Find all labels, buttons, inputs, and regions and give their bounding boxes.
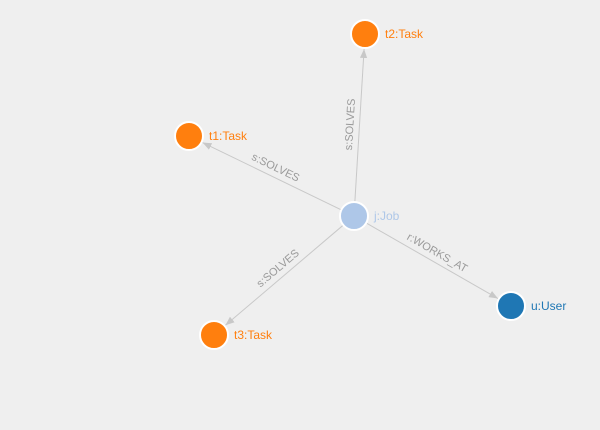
node-label: t3:Task: [234, 328, 273, 342]
node-t1[interactable]: t1:Task: [174, 121, 248, 151]
node-job[interactable]: j:Job: [339, 201, 400, 231]
edge-job-t1[interactable]: s:SOLVES: [202, 142, 342, 211]
node-t3[interactable]: t3:Task: [199, 320, 273, 350]
node-label: t2:Task: [385, 27, 424, 41]
edge-job-t2[interactable]: s:SOLVES: [343, 48, 368, 203]
edge-label: s:SOLVES: [343, 98, 358, 150]
edge-line[interactable]: [354, 48, 368, 203]
node-circle[interactable]: [199, 320, 229, 350]
edge-line[interactable]: [202, 142, 342, 211]
edge-line[interactable]: [365, 222, 499, 299]
node-user[interactable]: u:User: [496, 291, 566, 321]
node-circle[interactable]: [174, 121, 204, 151]
node-circle[interactable]: [496, 291, 526, 321]
node-label: t1:Task: [209, 129, 248, 143]
edge-line[interactable]: [225, 224, 344, 326]
nodes-layer: j:Job t1:Task t2:Task t3:Task u:User: [174, 19, 566, 350]
edge-label: s:SOLVES: [255, 247, 302, 290]
node-circle[interactable]: [350, 19, 380, 49]
edge-label: s:SOLVES: [250, 151, 302, 184]
node-circle[interactable]: [339, 201, 369, 231]
node-label: j:Job: [373, 209, 400, 223]
edge-job-t3[interactable]: s:SOLVES: [225, 224, 344, 326]
edge-label: r:WORKS_AT: [405, 231, 470, 275]
edge-job-user[interactable]: r:WORKS_AT: [365, 222, 499, 299]
node-label: u:User: [531, 299, 566, 313]
edges-layer: s:SOLVES s:SOLVES s:SOLVES r:WORKS_AT: [202, 48, 499, 326]
node-t2[interactable]: t2:Task: [350, 19, 424, 49]
